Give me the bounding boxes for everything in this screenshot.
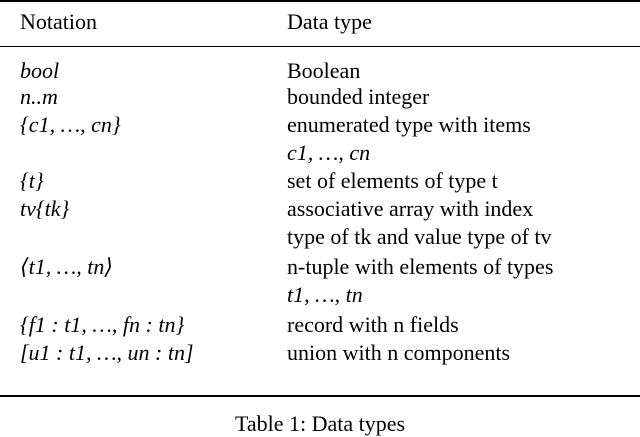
notation-bool: bool: [20, 58, 60, 83]
type-record: record with n fields: [287, 312, 459, 337]
header-data-type: Data type: [287, 9, 372, 34]
type-enumerated: enumerated type with items: [287, 112, 531, 137]
notation-range: n..m: [20, 84, 58, 109]
notation-record: {f1 : t1, …, fn : tn}: [20, 312, 185, 337]
type-bounded-integer: bounded integer: [287, 84, 430, 109]
type-boolean: Boolean: [287, 58, 361, 83]
type-set: set of elements of type t: [287, 168, 498, 193]
type-enumerated-items: c1, …, cn: [287, 140, 371, 165]
type-tuple: n-tuple with elements of types: [287, 254, 554, 279]
header-rule: [0, 46, 640, 48]
notation-tuple: ⟨t1, …, tn⟩: [20, 254, 113, 279]
type-union: union with n components: [287, 340, 511, 365]
type-tuple-elements: t1, …, tn: [287, 282, 363, 307]
bottom-rule: [0, 395, 640, 397]
type-assoc-array: associative array with index: [287, 196, 534, 221]
type-assoc-array-cont: type of tk and value type of tv: [287, 224, 552, 249]
table-caption: Table 1: Data types: [234, 411, 406, 436]
notation-enum: {c1, …, cn}: [20, 112, 121, 137]
top-rule: [0, 0, 640, 2]
notation-assoc: tv{tk}: [20, 196, 70, 221]
notation-set: {t}: [20, 168, 44, 193]
notation-union: [u1 : t1, …, un : tn]: [20, 340, 194, 365]
header-notation: Notation: [20, 9, 97, 34]
